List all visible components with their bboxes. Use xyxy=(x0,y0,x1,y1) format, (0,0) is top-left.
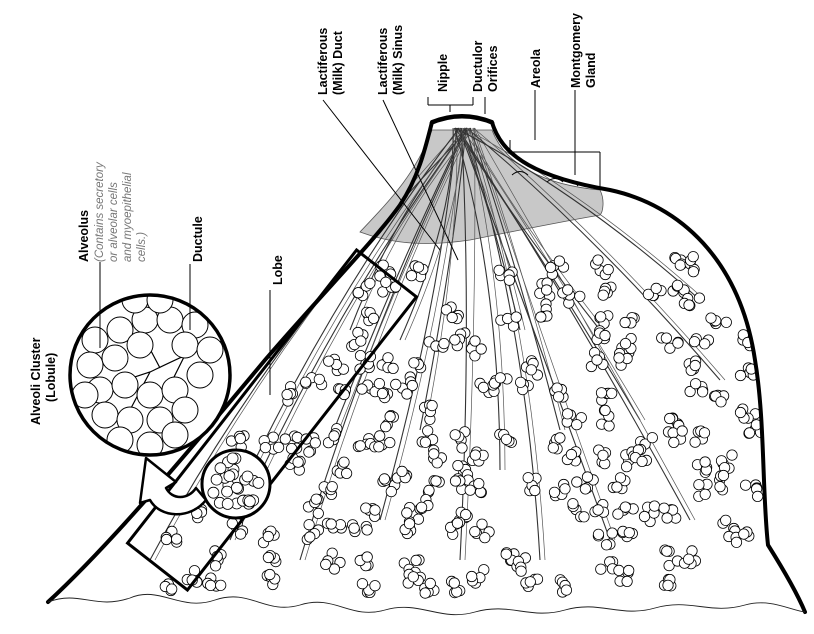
label-ductulor-orifices-2: Orifices xyxy=(486,45,500,92)
label-alveoli-cluster: Alveoli Cluster xyxy=(29,337,43,425)
label-alveolus-note-2: or alveolar cells xyxy=(108,182,120,262)
mammary-gland-tissue xyxy=(150,128,766,598)
label-lobe: Lobe xyxy=(271,255,285,285)
label-lactiferous-sinus-2: (Milk) Sinus xyxy=(391,25,405,95)
label-montgomery-gland-2: Gland xyxy=(584,53,598,88)
label-lactiferous-sinus-1: Lactiferous xyxy=(376,28,390,95)
label-ductulor-orifices-1: Ductulor xyxy=(471,40,485,92)
label-ductule: Ductule xyxy=(191,216,205,262)
label-areola: Areola xyxy=(529,48,543,88)
label-alveolus-note-1: (Contains secretory xyxy=(94,161,106,262)
label-nipple: Nipple xyxy=(436,54,450,92)
label-alveolus-note-3: and myoepithelial xyxy=(122,172,134,262)
label-lobule: (Lobule) xyxy=(44,353,58,402)
label-lactiferous-duct-1: Lactiferous xyxy=(316,28,330,95)
label-alveolus-note-4: cells.) xyxy=(136,232,148,262)
label-alveolus: Alveolus xyxy=(77,210,91,262)
magnified-lobule xyxy=(70,287,230,458)
label-lactiferous-duct-2: (Milk) Duct xyxy=(331,30,345,95)
label-montgomery-gland-1: Montgomery xyxy=(569,13,583,88)
